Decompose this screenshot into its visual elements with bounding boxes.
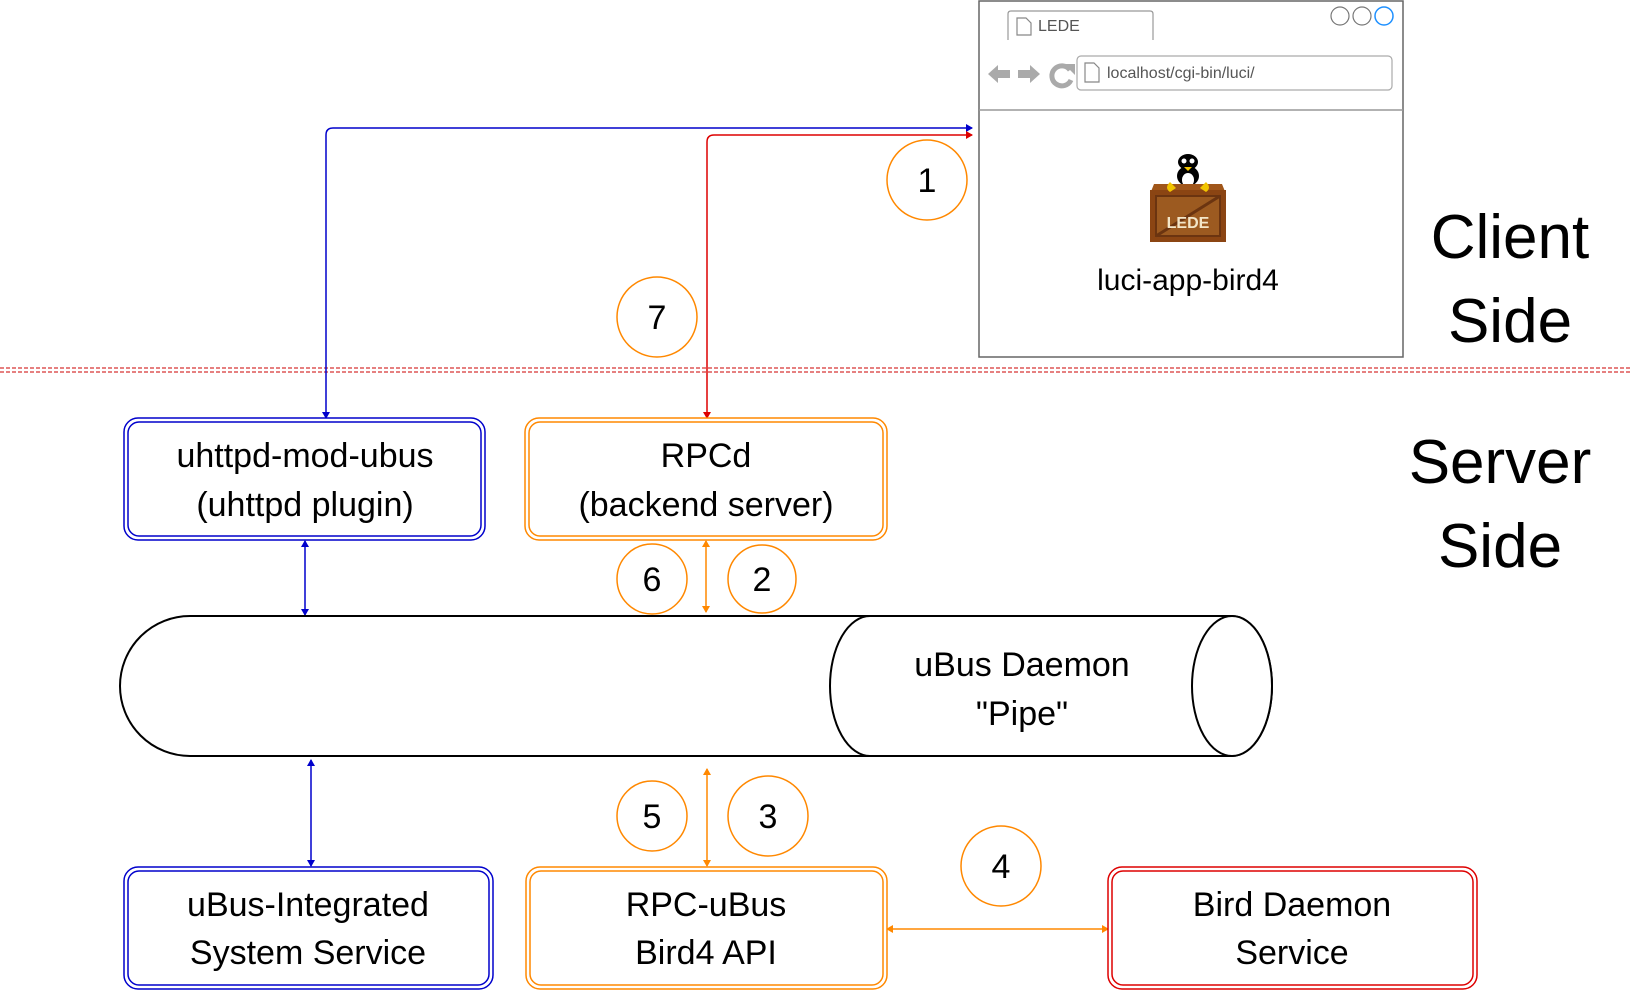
bird-daemon-box: Bird Daemon Service	[1107, 866, 1478, 990]
address-bar[interactable]: localhost/cgi-bin/luci/	[1076, 55, 1393, 91]
browser-window: LEDE localhost/cgi-bin/luci/	[978, 0, 1404, 358]
reload-icon[interactable]	[1049, 63, 1075, 89]
svg-text:5: 5	[643, 798, 662, 836]
system-service-box: uBus-Integrated System Service	[123, 866, 494, 990]
step-badge-2: 2	[727, 544, 797, 614]
svg-text:4: 4	[992, 848, 1011, 886]
client-side-label-line1: Client	[1431, 203, 1590, 272]
svg-text:7: 7	[648, 299, 667, 337]
ubus-pipe-line2: "Pipe"	[976, 695, 1068, 733]
step-badge-3: 3	[727, 775, 809, 857]
rpc-ubus-line1: RPC-uBus	[626, 886, 787, 924]
rpc-ubus-line2: Bird4 API	[635, 934, 777, 972]
forward-arrow-icon[interactable]	[1018, 65, 1040, 83]
browser-tab[interactable]: LEDE	[1007, 10, 1154, 40]
uhttpd-line1: uhttpd-mod-ubus	[176, 437, 433, 475]
svg-text:6: 6	[643, 561, 662, 599]
svg-text:1: 1	[918, 162, 937, 200]
step-badge-6: 6	[616, 543, 688, 615]
step-badge-5: 5	[616, 780, 688, 852]
page-icon	[1016, 17, 1032, 36]
uhttpd-mod-ubus-box: uhttpd-mod-ubus (uhttpd plugin)	[123, 417, 486, 541]
svg-text:3: 3	[759, 798, 778, 836]
lede-logo-label: LEDE	[1167, 215, 1210, 232]
ubus-pipe-line1: uBus Daemon	[914, 646, 1129, 684]
rpcd-line1: RPCd	[661, 437, 752, 475]
step-badge-1: 1	[886, 139, 968, 221]
bird-daemon-line2: Service	[1235, 934, 1348, 972]
back-arrow-icon[interactable]	[988, 65, 1010, 83]
window-control-circle-icon[interactable]	[1330, 6, 1350, 26]
connector-rpcd-browser	[703, 131, 973, 419]
uhttpd-line2: (uhttpd plugin)	[196, 486, 413, 524]
step-badge-7: 7	[616, 276, 698, 358]
ubus-daemon-pipe: uBus Daemon "Pipe"	[119, 615, 1273, 757]
server-side-label-line2: Side	[1438, 512, 1562, 581]
window-control-circle-icon[interactable]	[1374, 6, 1394, 26]
address-bar-url: localhost/cgi-bin/luci/	[1107, 65, 1255, 82]
system-service-line2: System Service	[190, 934, 426, 972]
system-service-line1: uBus-Integrated	[187, 886, 429, 924]
connector-uhttpd-browser	[322, 124, 973, 419]
lede-logo-icon: LEDE	[1150, 154, 1226, 242]
server-side-label-line1: Server	[1409, 428, 1592, 497]
window-controls	[1330, 6, 1394, 26]
client-side-label-line2: Side	[1448, 287, 1572, 356]
app-name: luci-app-bird4	[1097, 264, 1279, 297]
rpcd-box: RPCd (backend server)	[524, 417, 888, 541]
rpcd-line2: (backend server)	[578, 486, 833, 524]
window-control-circle-icon[interactable]	[1352, 6, 1372, 26]
bird-daemon-line1: Bird Daemon	[1193, 886, 1391, 924]
svg-text:2: 2	[753, 561, 772, 599]
browser-tab-title: LEDE	[1038, 18, 1080, 35]
client-server-divider	[0, 367, 1631, 373]
page-icon	[1084, 62, 1100, 83]
rpc-ubus-box: RPC-uBus Bird4 API	[525, 866, 888, 990]
step-badge-4: 4	[960, 825, 1042, 907]
